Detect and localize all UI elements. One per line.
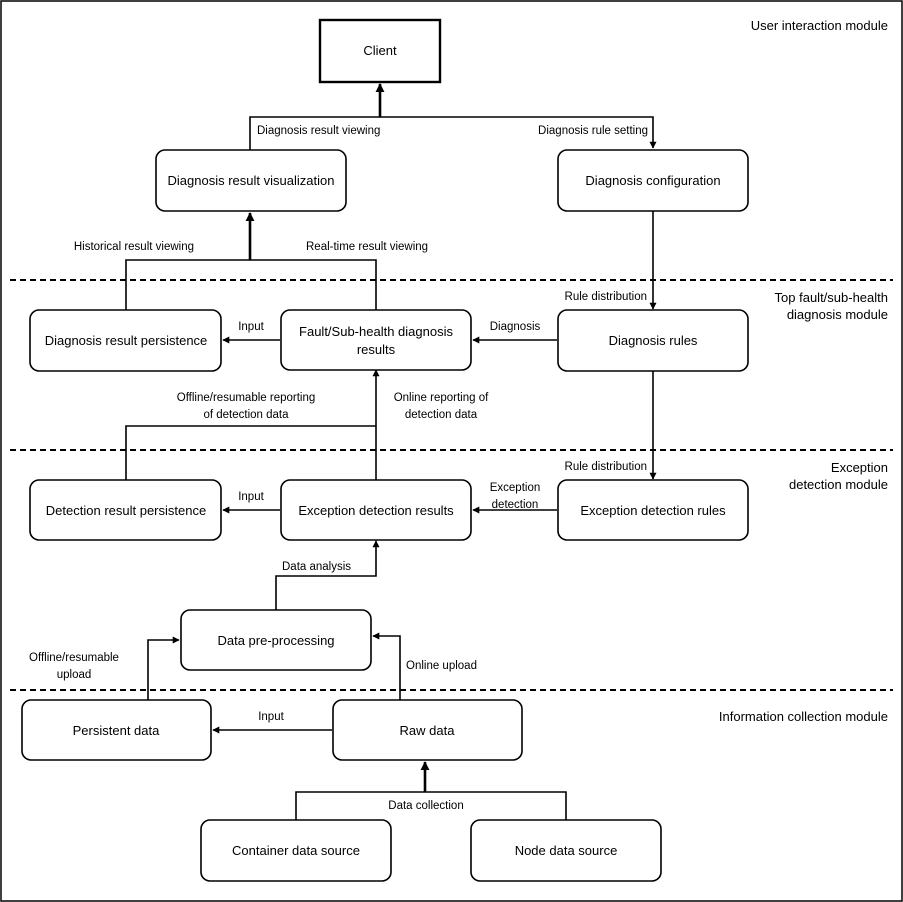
edge-label-offline-reporting-line2: of detection data: [203, 409, 289, 421]
node-persistent-data: Persistent data: [21, 699, 212, 761]
module-label-exception-detection-line2: detection module: [789, 477, 888, 492]
edge-result-viewing: [249, 116, 380, 150]
edge-label-historical-viewing: Historical result viewing: [74, 241, 194, 253]
node-client: Client: [318, 18, 442, 84]
node-diagnosis-result-persistence: Diagnosis result persistence: [29, 309, 222, 372]
node-data-preprocessing: Data pre-processing: [180, 609, 372, 671]
edge-label-online-upload: Online upload: [406, 660, 477, 672]
edge-label-rule-setting: Diagnosis rule setting: [538, 125, 648, 137]
node-detection-result-persistence-label: Detection result persistence: [46, 503, 206, 518]
node-diagnosis-result-persistence-label: Diagnosis result persistence: [45, 333, 208, 348]
node-container-data-source: Container data source: [200, 819, 392, 882]
node-persistent-data-label: Persistent data: [73, 723, 160, 738]
node-diagnosis-rules-label: Diagnosis rules: [609, 333, 698, 348]
module-label-information-collection: Information collection module: [719, 709, 888, 724]
node-result-visualization-label: Diagnosis result visualization: [168, 173, 335, 188]
edge-label-exception-detection-line2: detection: [492, 499, 539, 511]
edge-label-exception-detection-line1: Exception: [490, 482, 541, 494]
module-label-user-interaction: User interaction module: [751, 18, 888, 33]
module-label-top-diagnosis-line1: Top fault/sub-health: [775, 290, 888, 305]
edge-label-rule-distribution-2: Rule distribution: [565, 461, 647, 473]
edge-label-offline-reporting-line1: Offline/resumable reporting: [177, 392, 316, 404]
edge-label-rule-distribution-1: Rule distribution: [565, 291, 647, 303]
node-result-visualization: Diagnosis result visualization: [155, 149, 347, 212]
edge-label-online-reporting-line1: Online reporting of: [394, 392, 489, 404]
edge-rule-setting: [380, 116, 657, 149]
node-diagnosis-results: Fault/Sub-health diagnosis results: [280, 309, 472, 371]
module-label-top-diagnosis-line2: diagnosis module: [787, 307, 888, 322]
edge-label-online-reporting-line2: detection data: [405, 409, 478, 421]
edge-label-input-1: Input: [238, 321, 264, 333]
edge-offline-reporting: [125, 425, 376, 480]
node-diagnosis-configuration: Diagnosis configuration: [557, 149, 749, 212]
edge-history-realtime-branch: [125, 259, 377, 310]
node-exception-detection-rules: Exception detection rules: [557, 479, 749, 541]
node-raw-data-label: Raw data: [400, 723, 456, 738]
module-label-exception-detection-line1: Exception: [831, 460, 888, 475]
edge-label-diagnosis: Diagnosis: [490, 321, 541, 333]
edge-label-data-collection: Data collection: [388, 800, 463, 812]
node-exception-detection-results: Exception detection results: [280, 479, 472, 541]
edge-label-data-analysis: Data analysis: [282, 561, 351, 573]
edge-data-collection-branch: [295, 791, 567, 820]
node-node-data-source: Node data source: [470, 819, 662, 882]
edge-online-upload: [372, 632, 401, 700]
edge-label-offline-upload-line2: upload: [57, 669, 92, 681]
node-exception-detection-rules-label: Exception detection rules: [580, 503, 726, 518]
node-diagnosis-rules: Diagnosis rules: [557, 309, 749, 372]
node-detection-result-persistence: Detection result persistence: [29, 479, 222, 541]
edge-label-realtime-viewing: Real-time result viewing: [306, 241, 428, 253]
edge-label-result-viewing: Diagnosis result viewing: [257, 125, 380, 137]
node-diagnosis-results-label-line2: results: [357, 342, 396, 357]
edge-label-offline-upload-line1: Offline/resumable: [29, 652, 119, 664]
node-raw-data: Raw data: [332, 699, 523, 761]
edge-data-analysis: [275, 540, 380, 610]
node-exception-detection-results-label: Exception detection results: [298, 503, 454, 518]
edge-label-input-3: Input: [258, 711, 284, 723]
edge-label-input-2: Input: [238, 491, 264, 503]
edge-offline-upload: [147, 636, 180, 700]
node-node-data-source-label: Node data source: [515, 843, 618, 858]
node-diagnosis-configuration-label: Diagnosis configuration: [585, 173, 720, 188]
node-container-data-source-label: Container data source: [232, 843, 360, 858]
node-diagnosis-results-label-line1: Fault/Sub-health diagnosis: [299, 324, 453, 339]
node-client-label: Client: [363, 43, 397, 58]
node-data-preprocessing-label: Data pre-processing: [217, 633, 334, 648]
